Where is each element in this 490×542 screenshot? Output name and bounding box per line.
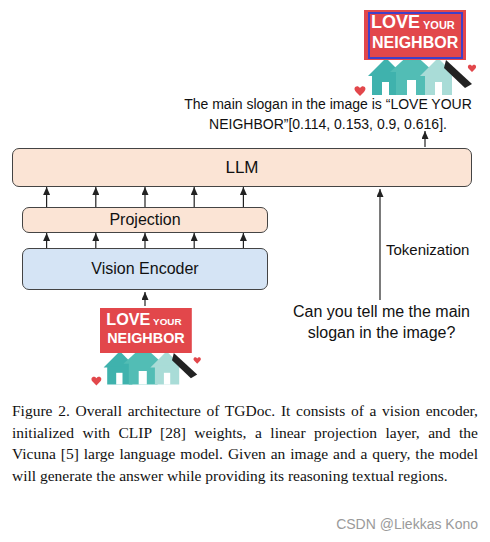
step-label: Tokenization: [386, 241, 469, 259]
node-label: Vision Encoder: [91, 260, 198, 278]
answer-text: The main slogan in the image is “LOVE YO…: [178, 94, 478, 135]
figure-caption: Figure 2. Overall architecture of TGDoc.…: [12, 400, 478, 486]
sign-text: YOUR: [423, 20, 455, 31]
connector-arrow: [243, 233, 244, 248]
connector-arrow: [144, 187, 145, 207]
encoder-box: Vision Encoder: [22, 248, 268, 290]
connector-arrow: [95, 187, 96, 207]
watermark: CSDN @Liekkas Kono: [290, 516, 478, 533]
grounding-box: [369, 13, 462, 58]
connector-arrow: [46, 233, 47, 248]
connector-arrow: [144, 233, 145, 248]
image-arrow: [144, 292, 145, 306]
sign-text: LOVE: [371, 13, 420, 31]
slogan-illustration: [355, 10, 477, 96]
projection-box: Projection: [22, 207, 268, 233]
connector-arrow: [243, 187, 244, 207]
sign-text: NEIGHBOR: [372, 35, 458, 51]
sign-text: LOVE: [106, 311, 150, 327]
connector-arrow: [95, 233, 96, 248]
query-text: Can you tell me the main slogan in the i…: [284, 302, 479, 344]
query-arrow: [379, 189, 380, 300]
output-arrow: [424, 131, 425, 147]
connector-arrow: [194, 187, 195, 207]
llm-box: LLM: [12, 148, 472, 187]
node-label: Projection: [109, 211, 180, 229]
sign-text: YOUR: [153, 317, 182, 327]
connector-arrow: [46, 187, 47, 207]
slogan-illustration: [91, 308, 200, 385]
sign-text: NEIGHBOR: [107, 331, 185, 345]
connector-arrow: [194, 233, 195, 248]
node-label: LLM: [225, 158, 258, 178]
